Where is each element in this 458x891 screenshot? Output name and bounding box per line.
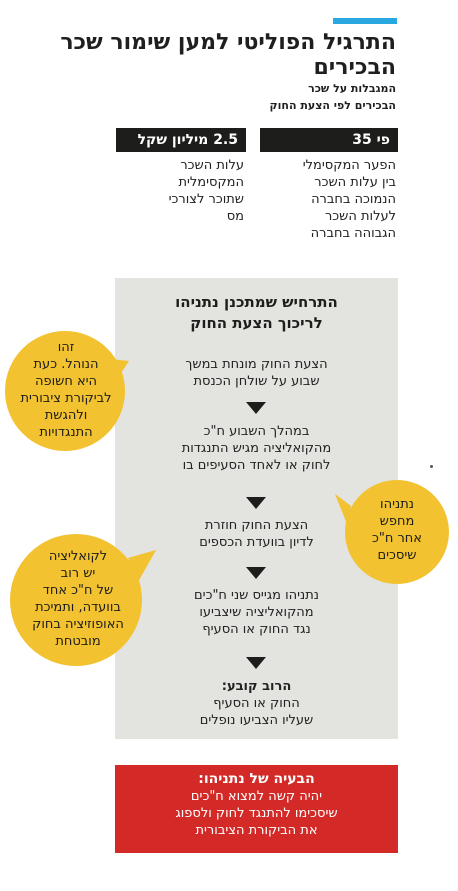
speech-bubble-shape [335,480,449,584]
stat-pay-gap: פי 35 הפער המקסימלי בין עלות השכר הנמוכה… [260,128,398,242]
bubble-line: הנוהל. כעת [33,357,99,372]
subtitle-lead: המגבלות על שכר [308,82,396,95]
decorative-dot [430,465,433,468]
bubble-line: יש רוב [60,566,96,581]
step-line: נתניהו מגייס שני ח"כים [194,588,319,603]
step-line: החוק או הסעיף [213,696,300,711]
stat-line: הפער המקסימלי [302,158,396,173]
bubble-line: האופוזיציה בחוק [32,617,124,632]
problem-title: הבעיה של נתניהו: [198,771,315,787]
scenario-title: התרחיש שמתכנן נתניהו לריכוך הצעת החוק [115,292,398,334]
step-line: שבוע על שולחן הכנסת [193,374,320,389]
bubble-line: מובטחת [55,634,101,649]
down-arrow-icon [246,657,266,669]
step-line: נגד החוק או הסעיף [202,622,311,637]
step-1: הצעת החוק מונחת במשך שבוע על שולחן הכנסת [125,356,388,390]
stat-line: לעלות השכר [324,209,396,224]
stat-line: שתוכר לצורכי [168,192,244,207]
step-line: לחוק או לאחד הסעיפים בו [182,458,331,473]
page-subtitle: המגבלות על שכר הבכירים לפי הצעת החוק [36,80,396,114]
stat-line: מס [226,209,244,224]
speech-bubble-shape [5,331,129,451]
bubble-line: בוועדה, ותמיכת [35,600,121,615]
problem-box: הבעיה של נתניהו: יהיה קשה למצוא ח"כים שי… [115,765,398,853]
stat-max-cost-text: עלות השכר המקסימלית שתוכר לצורכי מס [116,152,246,225]
speech-bubble-shape [10,534,156,666]
callout-bubble-majority: לקואליציה יש רוב של ח"כ אחד בוועדה, ותמי… [0,528,156,668]
bubble-line: לביקורת ציבורית [20,391,112,406]
step-4: נתניהו מגייס שני ח"כים מהקואליציה שיצביע… [125,587,388,638]
step-line: מהקואליציה מגיש התנגדות [181,441,332,456]
page-title: התרגיל הפוליטי למען שימור שכר הבכירים [60,30,396,80]
bubble-line: מחפש [379,514,415,529]
step-2: במהלך השבוע ח"כ מהקואליציה מגיש התנגדות … [125,423,388,474]
stat-line: עלות השכר [180,158,244,173]
subtitle-rest: הבכירים לפי הצעת החוק [269,99,396,112]
step-line: לדיון בוועדת הכספים [199,535,314,550]
down-arrow-icon [246,497,266,509]
bubble-line: שיסכים [377,548,417,563]
stat-line: המקסימלית [178,175,244,190]
callout-bubble-procedure: זהו הנוהל. כעת היא חשופה לביקורת ציבורית… [2,325,130,453]
callout-bubble-search: נתניהו מחפש אחר ח"כ שיסכים [333,476,451,588]
accent-bar [333,18,397,24]
bubble-text: נתניהו מחפש אחר ח"כ שיסכים [343,496,451,564]
stat-max-cost-value: 2.5 מיליון שקל [116,128,246,152]
problem-line: שיסכימו להתנגד לחוק ולספוג [175,806,338,821]
bubble-text: זהו הנוהל. כעת היא חשופה לביקורת ציבורית… [2,339,130,441]
step-5-heading: הרוב קובע: [221,679,292,694]
stat-line: הגבוהה בחברה [310,226,396,241]
step-3: הצעת החוק חוזרת לדיון בוועדת הכספים [125,517,388,551]
problem-line: את הביקורת הציבורית [195,823,318,838]
stat-max-cost: 2.5 מיליון שקל עלות השכר המקסימלית שתוכר… [116,128,246,225]
step-line: מהקואליציה שיצביעו [199,605,314,620]
stat-pay-gap-value: פי 35 [260,128,398,152]
bubble-line: אחר ח"כ [371,531,422,546]
bubble-line: היא חשופה [34,374,98,389]
bubble-text: לקואליציה יש רוב של ח"כ אחד בוועדה, ותמי… [0,548,156,650]
stat-pay-gap-text: הפער המקסימלי בין עלות השכר הנמוכה בחברה… [260,152,398,242]
scenario-title-line: התרחיש שמתכנן נתניהו [175,293,338,311]
step-line: במהלך השבוע ח"כ [203,424,310,439]
stat-line: הנמוכה בחברה [311,192,396,207]
step-5: הרוב קובע: החוק או הסעיף שעליו הצביעו נו… [125,678,388,729]
scenario-title-line: לריכוך הצעת החוק [190,314,323,332]
stat-line: בין עלות השכר [314,175,396,190]
bubble-line: התנגדויות [39,425,93,440]
bubble-line: נתניהו [380,497,414,512]
problem-line: יהיה קשה למצוא ח"כים [190,789,323,804]
bubble-line: לקואליציה [48,549,108,564]
bubble-line: ולהגשת [44,408,88,423]
step-line: שעליו הצביעו נופלים [199,713,314,728]
step-line: הצעת החוק חוזרת [204,518,309,533]
bubble-line: זהו [57,340,75,355]
down-arrow-icon [246,567,266,579]
step-line: הצעת החוק מונחת במשך [185,357,328,372]
down-arrow-icon [246,402,266,414]
bubble-line: של ח"כ אחד [42,583,114,598]
